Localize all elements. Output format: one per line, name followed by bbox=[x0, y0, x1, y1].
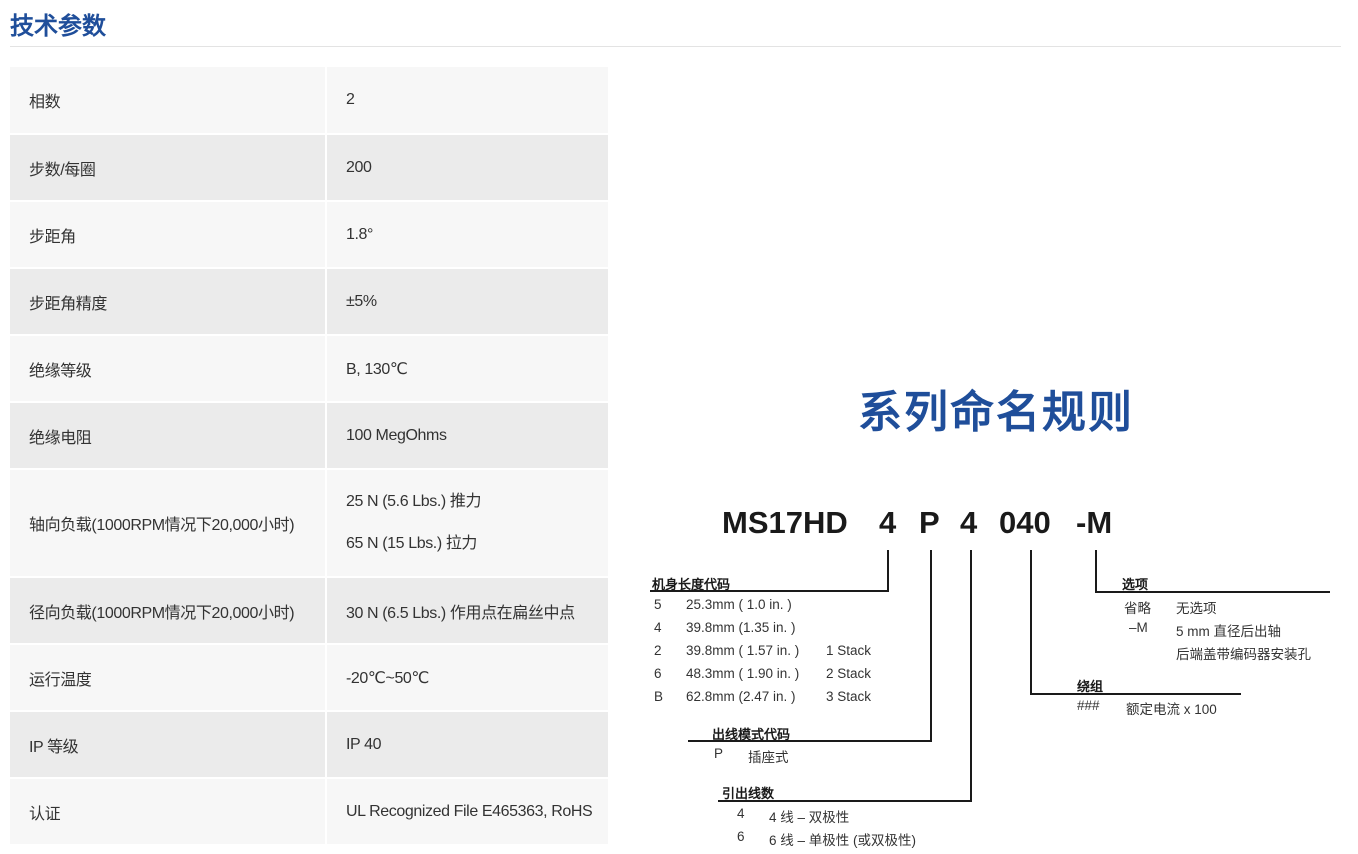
length-code: 2 bbox=[654, 643, 662, 658]
length-stack: 1 Stack bbox=[826, 643, 872, 658]
table-row: 步距角 1.8° bbox=[10, 201, 608, 269]
code-option: -M bbox=[1076, 505, 1113, 540]
connector-line bbox=[1030, 693, 1241, 695]
connector-line bbox=[650, 590, 889, 592]
option-desc: 无选项 bbox=[1176, 601, 1217, 616]
spec-value: 30 N (6.5 Lbs.) 作用点在扁丝中点 bbox=[326, 577, 608, 645]
spec-label: 步距角 bbox=[10, 201, 327, 269]
code-series: MS17HD bbox=[722, 505, 848, 540]
connector-desc: 插座式 bbox=[748, 750, 789, 765]
length-size: 39.8mm ( 1.57 in. ) bbox=[686, 643, 800, 658]
spec-value: 1.8° bbox=[326, 201, 608, 269]
connector-label: 出线模式代码 bbox=[712, 727, 791, 742]
length-stack: 3 Stack bbox=[826, 689, 872, 704]
length-code: B bbox=[654, 689, 664, 704]
option-code: –M bbox=[1129, 620, 1148, 635]
winding-desc: 额定电流 x 100 bbox=[1126, 702, 1217, 717]
length-label: 机身长度代码 bbox=[652, 577, 731, 592]
spec-label: 绝缘电阻 bbox=[10, 402, 327, 470]
length-code: 5 bbox=[654, 597, 662, 612]
spec-label: 相数 bbox=[10, 67, 327, 135]
connector-line bbox=[718, 800, 972, 802]
option-desc: 5 mm 直径后出轴 bbox=[1176, 624, 1282, 639]
code-winding: 040 bbox=[999, 505, 1051, 540]
leads-label: 引出线数 bbox=[722, 786, 775, 801]
length-size: 39.8mm (1.35 in. ) bbox=[686, 620, 796, 635]
spec-label: 径向负载(1000RPM情况下20,000小时) bbox=[10, 577, 327, 645]
options-label: 选项 bbox=[1122, 577, 1149, 592]
connector-line bbox=[1030, 550, 1032, 695]
length-size: 48.3mm ( 1.90 in. ) bbox=[686, 666, 800, 681]
winding-code: ### bbox=[1077, 698, 1100, 713]
length-code: 6 bbox=[654, 666, 662, 681]
spec-value: ±5% bbox=[326, 268, 608, 336]
connector-line bbox=[1095, 591, 1330, 593]
spec-label: 步距角精度 bbox=[10, 268, 327, 336]
spec-table: 相数 2 步数/每圈 200 步距角 1.8° 步距角精度 ±5% 绝缘等级 B… bbox=[10, 67, 608, 846]
code-connector: P bbox=[919, 505, 940, 540]
table-row: 相数 2 bbox=[10, 67, 608, 135]
spec-value: -20℃~50℃ bbox=[326, 644, 608, 712]
spec-label: 轴向负载(1000RPM情况下20,000小时) bbox=[10, 469, 327, 578]
spec-label: 绝缘等级 bbox=[10, 335, 327, 403]
title-divider bbox=[10, 46, 1341, 47]
connector-line bbox=[970, 550, 972, 802]
code-length: 4 bbox=[879, 505, 897, 540]
spec-label: 步数/每圈 bbox=[10, 134, 327, 202]
connector-code: P bbox=[714, 746, 724, 761]
length-size: 62.8mm (2.47 in. ) bbox=[686, 689, 796, 704]
leads-desc: 4 线 – 双极性 bbox=[769, 810, 850, 825]
code-leads: 4 bbox=[960, 505, 978, 540]
spec-label: IP 等级 bbox=[10, 711, 327, 779]
table-row: 径向负载(1000RPM情况下20,000小时) 30 N (6.5 Lbs.)… bbox=[10, 577, 608, 645]
leads-code: 4 bbox=[737, 806, 745, 821]
spec-label: 运行温度 bbox=[10, 644, 327, 712]
connector-line bbox=[688, 740, 932, 742]
connector-line bbox=[887, 550, 889, 592]
winding-label: 绕组 bbox=[1077, 679, 1104, 694]
connector-line bbox=[930, 550, 932, 742]
spec-value: 100 MegOhms bbox=[326, 402, 608, 470]
spec-value-line: 25 N (5.6 Lbs.) 推力 bbox=[346, 493, 482, 510]
spec-value: 2 bbox=[326, 67, 608, 135]
table-row: 步数/每圈 200 bbox=[10, 134, 608, 202]
table-row: 运行温度 -20℃~50℃ bbox=[10, 644, 608, 712]
spec-value: 200 bbox=[326, 134, 608, 202]
table-row: 绝缘等级 B, 130℃ bbox=[10, 335, 608, 403]
spec-label: 认证 bbox=[10, 778, 327, 846]
spec-value-line: 65 N (15 Lbs.) 拉力 bbox=[346, 535, 478, 552]
table-row: 绝缘电阻 100 MegOhms bbox=[10, 402, 608, 470]
connector-line bbox=[1095, 550, 1097, 593]
table-row: 步距角精度 ±5% bbox=[10, 268, 608, 336]
spec-value: B, 130℃ bbox=[326, 335, 608, 403]
length-size: 25.3mm ( 1.0 in. ) bbox=[686, 597, 792, 612]
length-stack: 2 Stack bbox=[826, 666, 872, 681]
naming-title: 系列命名规则 bbox=[858, 388, 1134, 437]
spec-value: UL Recognized File E465363, RoHS bbox=[326, 778, 608, 846]
leads-code: 6 bbox=[737, 829, 745, 844]
option-desc: 后端盖带编码器安装孔 bbox=[1176, 647, 1311, 662]
table-row: 轴向负载(1000RPM情况下20,000小时) 25 N (5.6 Lbs.)… bbox=[10, 469, 608, 578]
length-code: 4 bbox=[654, 620, 662, 635]
table-row: 认证 UL Recognized File E465363, RoHS bbox=[10, 778, 608, 846]
naming-rules-diagram: 系列命名规则 MS17HD 4 P 4 040 -M 机身长度代码 5 25.3… bbox=[640, 360, 1358, 854]
section-title: 技术参数 bbox=[10, 13, 106, 40]
option-code: 省略 bbox=[1124, 601, 1151, 616]
table-row: IP 等级 IP 40 bbox=[10, 711, 608, 779]
spec-value: 25 N (5.6 Lbs.) 推力 65 N (15 Lbs.) 拉力 bbox=[326, 469, 608, 578]
leads-desc: 6 线 – 单极性 (或双极性) bbox=[769, 833, 917, 848]
spec-value: IP 40 bbox=[326, 711, 608, 779]
